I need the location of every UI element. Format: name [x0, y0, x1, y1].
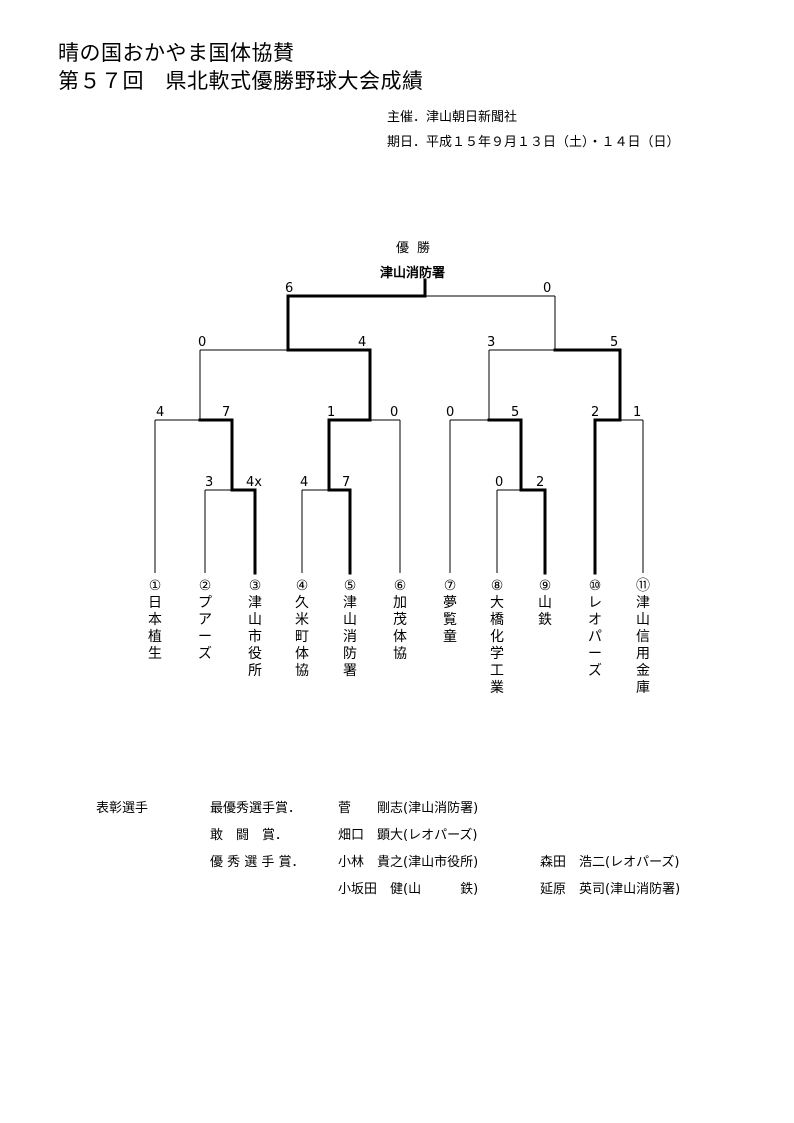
path-team3: [198, 418, 257, 575]
score-semi-left-a: 0: [198, 335, 206, 350]
team-name: 津山市役所: [248, 595, 262, 679]
champion-team: 津山消防署: [380, 266, 446, 281]
team-name: レオパーズ: [588, 595, 602, 679]
title-line-1: 晴の国おかやま国体協賛: [58, 41, 295, 65]
excellent-label: 優 秀 選 手 賞．: [210, 855, 305, 870]
team-10: ⑩ レオパーズ: [584, 578, 606, 680]
champion-label: 優勝: [396, 241, 439, 256]
team-4: ④ 久米町体協: [291, 578, 313, 680]
team-number: ④: [295, 578, 309, 594]
team-number: ⑩: [588, 578, 602, 594]
mvp-winner: 菅 剛志(津山消防署): [338, 801, 479, 816]
score-semi-left-b: 4: [358, 335, 366, 350]
score-qf2-a: 1: [327, 405, 335, 420]
team-name: プアーズ: [198, 595, 212, 662]
fighting-label: 敢 闘 賞．: [210, 828, 289, 843]
team-name: 津山消防署: [343, 595, 357, 679]
excellent-winner-4: 延原 英司(津山消防署): [540, 882, 681, 897]
team-name: 山鉄: [538, 595, 552, 628]
score-r1a-b: 4x: [246, 475, 262, 490]
team-7: ⑦ 夢覧童: [439, 578, 461, 646]
team-8: ⑧ 大橋化学工業: [486, 578, 508, 697]
team-number: ⑪: [636, 578, 650, 594]
bracket-lines-thin: [154, 295, 644, 573]
score-semi-right-a: 3: [487, 335, 495, 350]
team-number: ⑤: [343, 578, 357, 594]
score-qf4-a: 2: [591, 405, 599, 420]
score-r1c-b: 2: [536, 475, 544, 490]
event-dates: 期日．平成１５年９月１３日（土）・１４日（日）: [387, 135, 680, 150]
team-9: ⑨ 山鉄: [534, 578, 556, 629]
team-name: 加茂体協: [393, 595, 407, 662]
title-line-2: 第５７回 県北軟式優勝野球大会成績: [58, 69, 424, 93]
team-name: 大橋化学工業: [490, 595, 504, 696]
fighting-winner: 畑口 顕大(レオパーズ): [338, 828, 478, 843]
team-number: ①: [148, 578, 162, 594]
team-number: ⑥: [393, 578, 407, 594]
score-final-left: 6: [285, 281, 293, 296]
bracket-scores: 6 0 0 4 3 5 4 7 1 0 0 5 2 1 3 4x 4 7 0 2: [156, 281, 641, 490]
score-qf1-b: 7: [222, 405, 230, 420]
path-final-left: [286, 278, 427, 352]
excellent-winner-3: 小坂田 健(山 鉄): [338, 882, 479, 897]
team-1: ① 日本植生: [144, 578, 166, 663]
mvp-label: 最優秀選手賞．: [210, 801, 302, 816]
team-number: ⑦: [443, 578, 457, 594]
team-number: ②: [198, 578, 212, 594]
team-name: 津山信用金庫: [636, 595, 650, 696]
score-r1a-a: 3: [205, 475, 213, 490]
team-2: ② プアーズ: [194, 578, 216, 663]
team-6: ⑥ 加茂体協: [389, 578, 411, 663]
score-qf3-a: 0: [446, 405, 454, 420]
team-name: 日本植生: [148, 595, 162, 662]
team-name: 夢覧童: [443, 595, 457, 645]
excellent-winner-1: 小林 貴之(津山市役所): [338, 855, 479, 870]
score-qf2-b: 0: [390, 405, 398, 420]
score-r1b-a: 4: [300, 475, 308, 490]
excellent-winner-2: 森田 浩二(レオパーズ): [540, 855, 680, 870]
score-qf1-a: 4: [156, 405, 164, 420]
team-number: ③: [248, 578, 262, 594]
score-semi-right-b: 5: [610, 335, 618, 350]
team-11: ⑪ 津山信用金庫: [632, 578, 654, 697]
path-team9: [487, 418, 547, 575]
score-r1c-a: 0: [495, 475, 503, 490]
team-number: ⑧: [490, 578, 504, 594]
score-final-right: 0: [543, 281, 551, 296]
awards-heading: 表彰選手: [96, 801, 149, 816]
score-qf3-b: 5: [511, 405, 519, 420]
score-qf4-b: 1: [633, 405, 641, 420]
path-team5: [286, 348, 372, 575]
team-3: ③ 津山市役所: [244, 578, 266, 680]
score-r1b-b: 7: [342, 475, 350, 490]
organizer: 主催．津山朝日新聞社: [387, 110, 518, 125]
team-5: ⑤ 津山消防署: [339, 578, 361, 680]
team-number: ⑨: [538, 578, 552, 594]
team-name: 久米町体協: [295, 595, 309, 679]
bracket-lines-winner: [198, 278, 622, 575]
path-team10: [553, 348, 622, 575]
